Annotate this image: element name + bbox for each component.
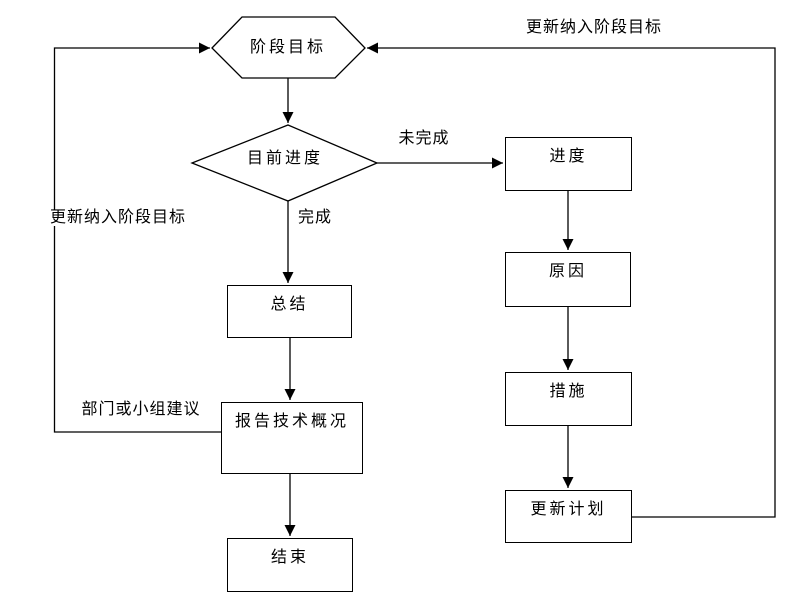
node-update-plan-label: 更新计划 — [530, 501, 607, 518]
node-reason: 原因 — [505, 252, 631, 307]
diamond-current-progress-shape — [190, 124, 379, 202]
edge-label-done: 完成 — [297, 209, 333, 226]
edge-update-plan-to-stage-goal — [367, 42, 776, 518]
node-current-progress-label: 目前进度 — [246, 150, 324, 167]
node-summary: 总结 — [227, 285, 352, 338]
node-progress-label: 进度 — [549, 148, 588, 165]
edge-label-top-feedback: 更新纳入阶段目标 — [525, 19, 663, 36]
edge-label-not-done: 未完成 — [398, 130, 450, 147]
edge-report-to-stage-goal — [53, 42, 221, 433]
node-stage-goal-label: 阶段目标 — [249, 39, 327, 56]
node-end: 结束 — [227, 538, 353, 592]
node-reason-label: 原因 — [548, 263, 587, 280]
node-summary-label: 总结 — [270, 296, 309, 313]
node-report-label: 报告技术概况 — [234, 413, 349, 430]
node-update-plan: 更新计划 — [505, 490, 632, 543]
node-end-label: 结束 — [270, 549, 309, 566]
node-measures-label: 措施 — [549, 383, 588, 400]
edge-label-left-feedback: 更新纳入阶段目标 — [49, 209, 187, 226]
node-progress: 进度 — [505, 137, 632, 191]
edge-label-suggestion: 部门或小组建议 — [81, 401, 201, 418]
hexagon-stage-goal-shape — [211, 16, 366, 79]
node-measures: 措施 — [505, 372, 632, 426]
node-report: 报告技术概况 — [221, 402, 363, 474]
